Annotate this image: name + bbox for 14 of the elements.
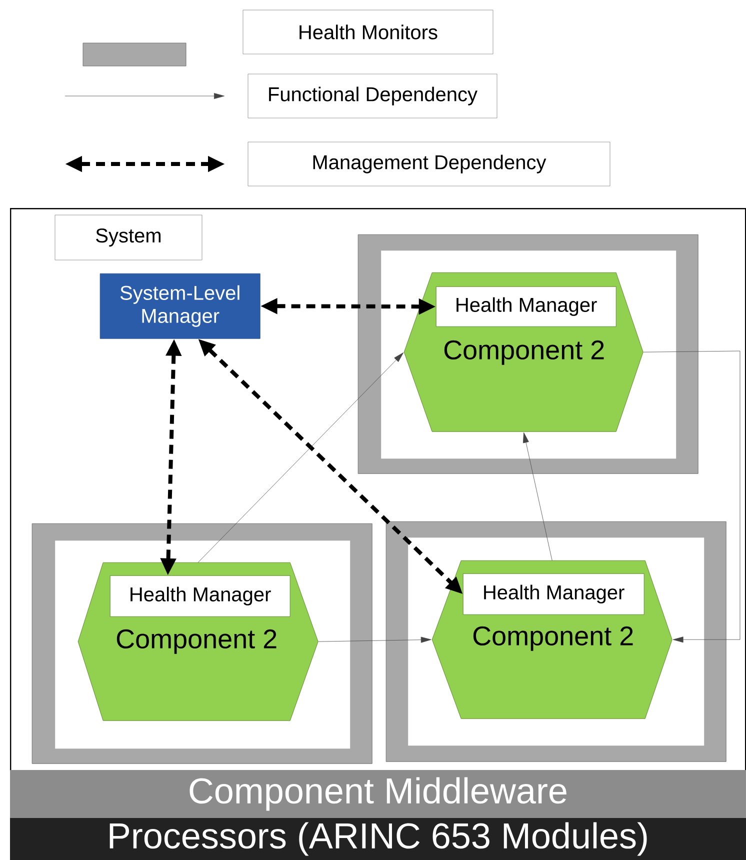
dependency-arrow	[198, 352, 404, 563]
health-manager-box: Health Manager	[110, 575, 290, 617]
legend-label: Functional Dependency	[248, 74, 498, 118]
processor-band: Processors (ARINC 653 Modules)	[10, 818, 746, 860]
legend-label: Health Monitors	[242, 10, 494, 54]
dependency-arrow	[643, 350, 740, 643]
legend-label: Management Dependency	[248, 142, 610, 186]
manager-box: System-Level Manager	[100, 273, 260, 339]
health-manager-box: Health Manager	[436, 286, 616, 327]
system-label-box: System	[54, 214, 202, 260]
health-manager-box: Health Manager	[462, 573, 644, 615]
middleware-band: Component Middleware	[10, 770, 746, 818]
dependency-arrow	[523, 432, 552, 561]
dependency-arrow	[318, 636, 432, 643]
